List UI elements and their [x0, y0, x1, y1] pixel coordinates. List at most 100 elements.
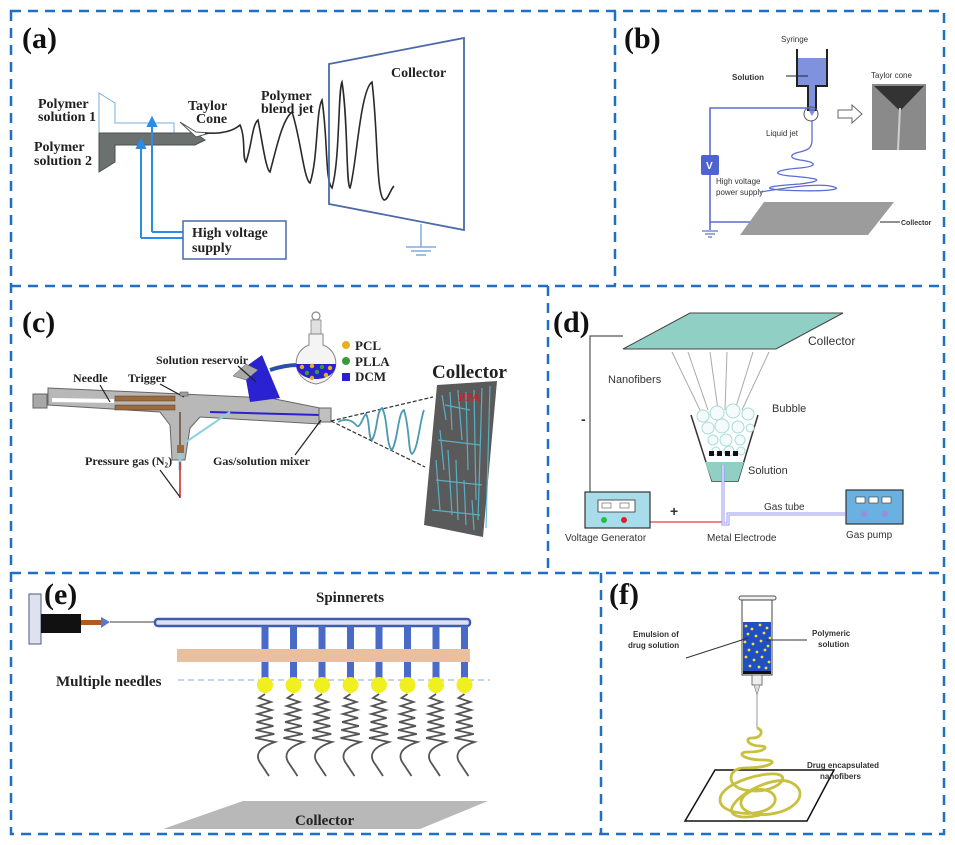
drug-particle	[746, 632, 750, 636]
collector-label-d: Collector	[808, 334, 855, 348]
trigger-label: Trigger	[128, 371, 167, 385]
collector-plate-b	[740, 202, 894, 235]
collector-label-a: Collector	[391, 66, 446, 81]
syringe-pump	[28, 593, 155, 645]
collector-label-b: Collector	[901, 220, 932, 227]
needle-holder-bar	[177, 649, 470, 662]
drug-particle	[768, 636, 772, 640]
needle	[367, 626, 393, 777]
panel-e: (e) Spinnerets Multiple needles Collecto…	[28, 578, 490, 829]
panel-label-c: (c)	[22, 306, 55, 339]
solution-1-channel	[98, 92, 175, 135]
flask	[295, 311, 337, 385]
trigger-knob	[179, 391, 189, 397]
voltage-generator	[584, 491, 651, 529]
fiber-jet	[339, 693, 364, 777]
panel-label-a: (a)	[22, 22, 57, 55]
taylor-cone-label: Taylor	[188, 99, 227, 114]
solution-label-b: Solution	[732, 73, 764, 82]
panel-b: (b) Syringe Solution Taylor cone V	[624, 22, 932, 238]
panel-c: (c)	[22, 306, 507, 537]
hv-label-b-2: power supply	[716, 188, 763, 197]
circuit-wires	[709, 107, 811, 230]
panel-borders	[9, 9, 946, 836]
airbrush	[32, 355, 332, 498]
drug-particle	[748, 664, 752, 668]
fiber-jet	[396, 693, 421, 777]
drug-particle	[765, 626, 769, 630]
arrow-up-icon	[146, 115, 158, 127]
hv-supply-box	[182, 220, 287, 260]
needle	[453, 626, 478, 777]
taylor-cone-droplet	[399, 677, 416, 693]
drug-particle	[759, 639, 763, 643]
minus-sign: -	[581, 411, 586, 427]
legend-label-pcl: PCL	[355, 338, 381, 353]
arrow-up-icon	[135, 137, 147, 149]
collector-label-e: Collector	[295, 813, 354, 829]
syringe	[786, 49, 828, 116]
syringe-label: Syringe	[781, 35, 809, 44]
gas-pump	[845, 489, 904, 525]
fiber-jet	[253, 693, 279, 777]
taylor-cone-droplet	[456, 677, 473, 693]
voltage-generator-label: Voltage Generator	[565, 533, 647, 544]
taylor-cone-photo	[872, 84, 926, 151]
ground-icon	[406, 224, 436, 256]
panel-label-f: (f)	[609, 578, 639, 611]
gas-pump-label: Gas pump	[846, 530, 893, 541]
drug-particle	[750, 627, 754, 631]
drug-particles	[743, 623, 772, 670]
pressure-gas-label: Pressure gas (N₂)	[85, 454, 172, 468]
mixer-label: Gas/solution mixer	[213, 454, 311, 468]
arrow-right-icon	[837, 103, 863, 125]
polymer-solution-1-label-2: solution 1	[38, 110, 96, 125]
polymer-solution-2-label-2: solution 2	[34, 154, 92, 169]
panel-a: (a) High voltage supply Pol	[22, 22, 465, 260]
plus-sign: +	[670, 503, 678, 519]
nanofibers-label: Nanofibers	[608, 374, 662, 386]
needle	[282, 626, 307, 777]
polymer-solution-2-label: Polymer	[34, 140, 85, 155]
needle	[339, 626, 364, 777]
fiber-jet	[282, 693, 307, 777]
panel-label-d: (d)	[553, 306, 590, 339]
drug-particle	[762, 631, 766, 635]
emulsion-label-1: Emulsion of	[633, 630, 679, 639]
fiber-jet	[424, 693, 450, 777]
metal-electrode-label: Metal Electrode	[707, 533, 777, 544]
needle-label: Needle	[73, 371, 108, 385]
drug-particle	[758, 623, 762, 627]
taylor-cone-droplet	[342, 677, 359, 693]
legend-swatch-plla	[342, 357, 350, 365]
drug-particle	[743, 640, 747, 644]
hv-label-b-1: High voltage	[716, 177, 761, 186]
drug-particle	[757, 665, 761, 669]
emulsion-leader	[685, 637, 749, 659]
collector-label-c: Collector	[432, 362, 507, 383]
taylor-cone-droplet	[428, 677, 444, 693]
needle	[424, 626, 450, 777]
voltmeter	[701, 155, 719, 175]
legend-label-dcm: DCM	[355, 369, 386, 384]
drug-particle	[754, 634, 758, 638]
hv-supply-label-2: supply	[192, 241, 232, 256]
fiber-jet	[453, 693, 478, 777]
taylor-cone-droplet	[257, 677, 273, 693]
needle-array	[253, 626, 478, 777]
polymer-solution-1-label: Polymer	[38, 97, 89, 112]
ppa-label: PPA	[458, 390, 481, 404]
legend-c: PCL PLLA DCM	[342, 338, 390, 384]
drug-particle	[766, 644, 770, 648]
hv-wires	[135, 115, 183, 239]
collector-fibers	[431, 385, 491, 531]
liquid-jet-coil	[759, 120, 837, 193]
drug-encapsulated-label-1: Drug encapsulated	[807, 761, 879, 770]
panel-d: (d) Collector Nanofibers Bubble Solution…	[553, 306, 904, 544]
drug-particle	[744, 655, 748, 659]
nanofiber-strands	[671, 351, 770, 411]
spinneret-manifold	[153, 617, 472, 628]
hv-supply-label-1: High voltage	[192, 226, 268, 241]
emulsion-label-2: drug solution	[628, 641, 679, 650]
